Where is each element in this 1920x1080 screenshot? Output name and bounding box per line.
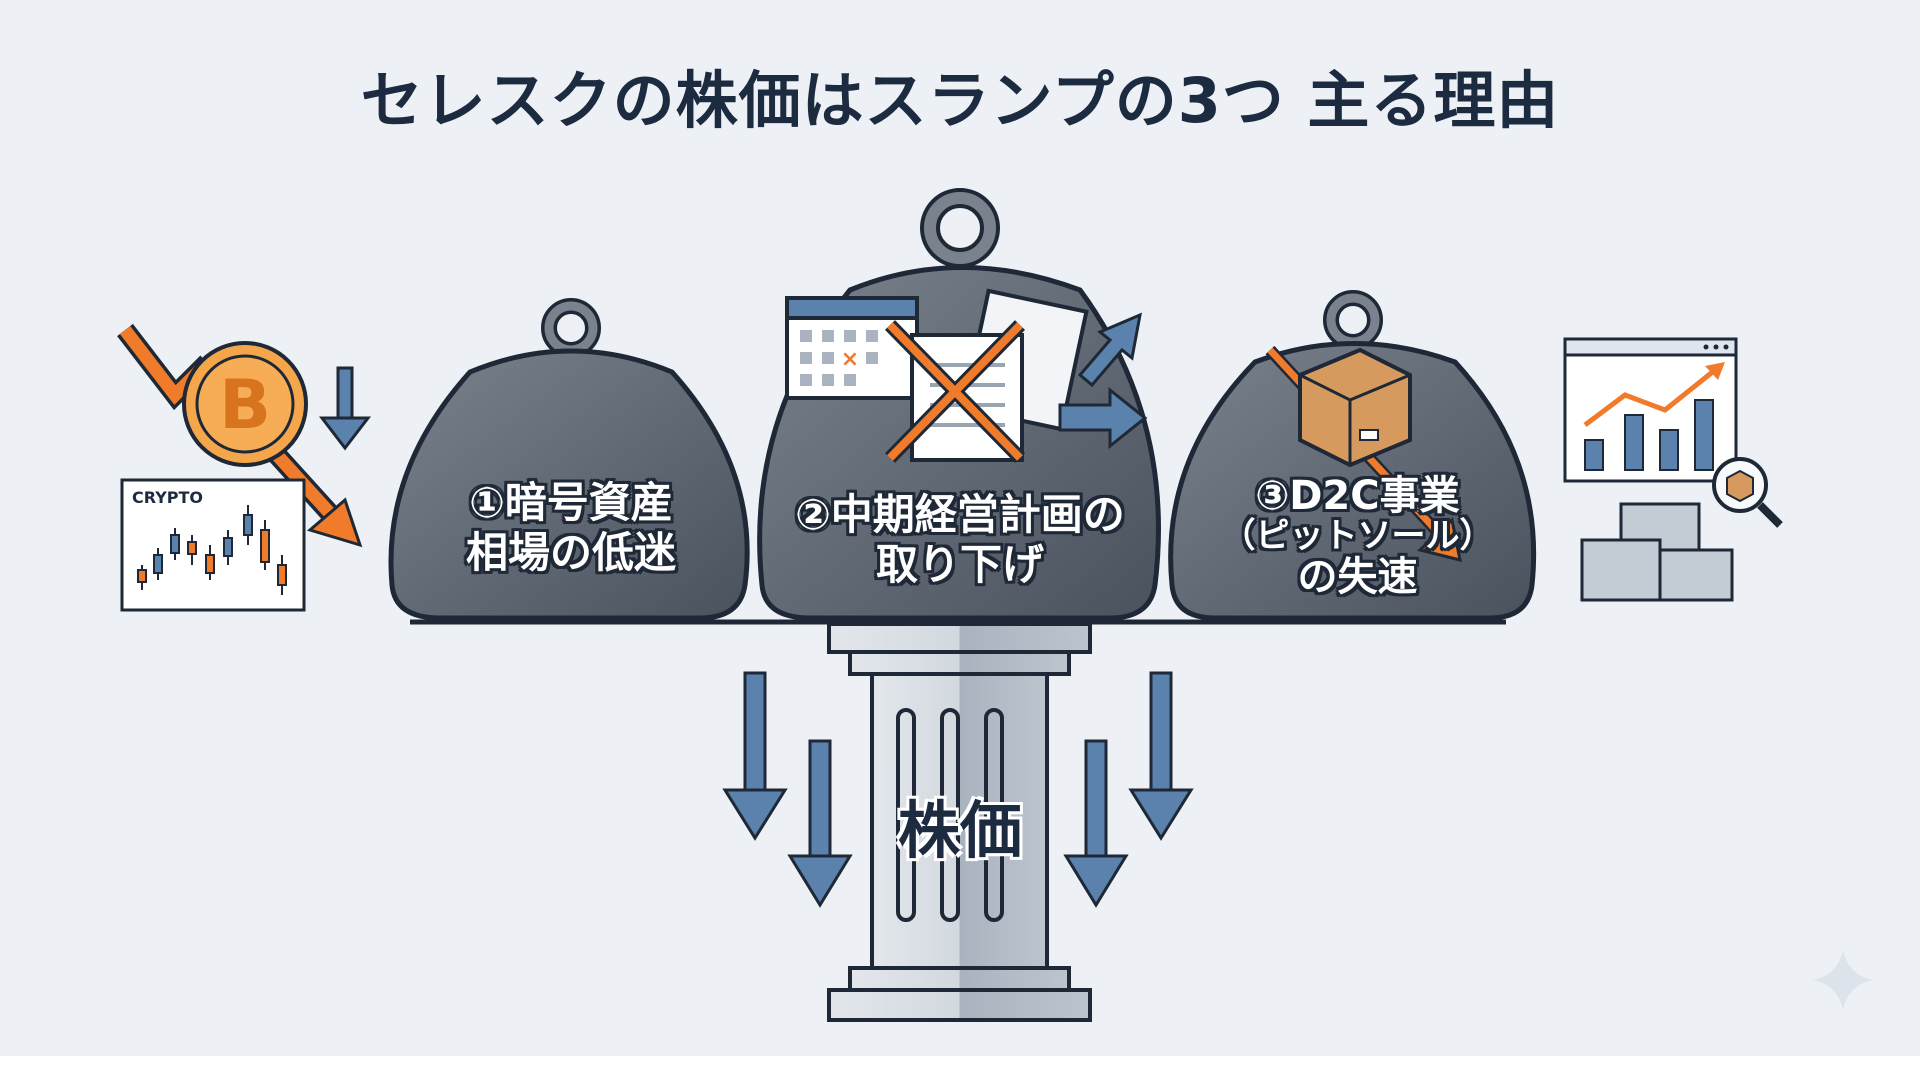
stock-price-label: 株価: [897, 794, 1022, 867]
reason-3-line-1: ③D2C事業: [1255, 473, 1460, 519]
crypto-chart-label: CRYPTO: [132, 488, 204, 507]
down-arrow-icon: [318, 366, 372, 451]
down-arrow-icon: [787, 739, 853, 908]
packages-icon: [1580, 502, 1734, 602]
infographic-canvas: B: [0, 0, 1920, 1056]
reason-1-line-2: 相場の低迷: [465, 528, 676, 578]
reason-3-line-3: の失速: [1297, 554, 1418, 601]
blue-arrows-icon: [1058, 312, 1148, 450]
reason-2-label: ②中期経営計画の 取り下げ: [770, 490, 1150, 591]
candlestick-chart-icon: [120, 478, 306, 612]
calendar-icon: ×: [785, 296, 919, 400]
magnifier-icon: [1712, 457, 1783, 528]
reason-2-line-2: 取り下げ: [875, 540, 1044, 590]
reason-1-label: ①暗号資産 相場の低迷: [426, 478, 716, 579]
package-decline-icon: [1265, 345, 1462, 563]
down-arrow-icon: [1063, 739, 1129, 908]
weight-bag-1: [388, 298, 750, 621]
svg-text:B: B: [219, 366, 271, 445]
growth-chart-window-icon: [1563, 337, 1738, 483]
reason-3-line-2: （ピットソール）: [1221, 516, 1494, 556]
svg-text:×: ×: [841, 347, 859, 372]
cancel-x-icon: [884, 320, 1026, 463]
crypto-decline-icon: B: [117, 323, 372, 612]
down-arrow-icon: [1128, 671, 1194, 841]
sparkle-icon: [1813, 950, 1873, 1010]
reason-3-label: ③D2C事業 （ピットソール） の失速: [1200, 474, 1515, 599]
down-arrows: [722, 671, 1194, 908]
reason-1-line-1: ①暗号資産: [469, 478, 673, 527]
page-title: セレスクの株価はスランプの3つ 主る理由: [360, 64, 1560, 137]
down-arrow-icon: [722, 671, 788, 841]
reason-2-line-1: ②中期経営計画の: [795, 490, 1125, 539]
stock-price-pillar: [827, 622, 1092, 1022]
